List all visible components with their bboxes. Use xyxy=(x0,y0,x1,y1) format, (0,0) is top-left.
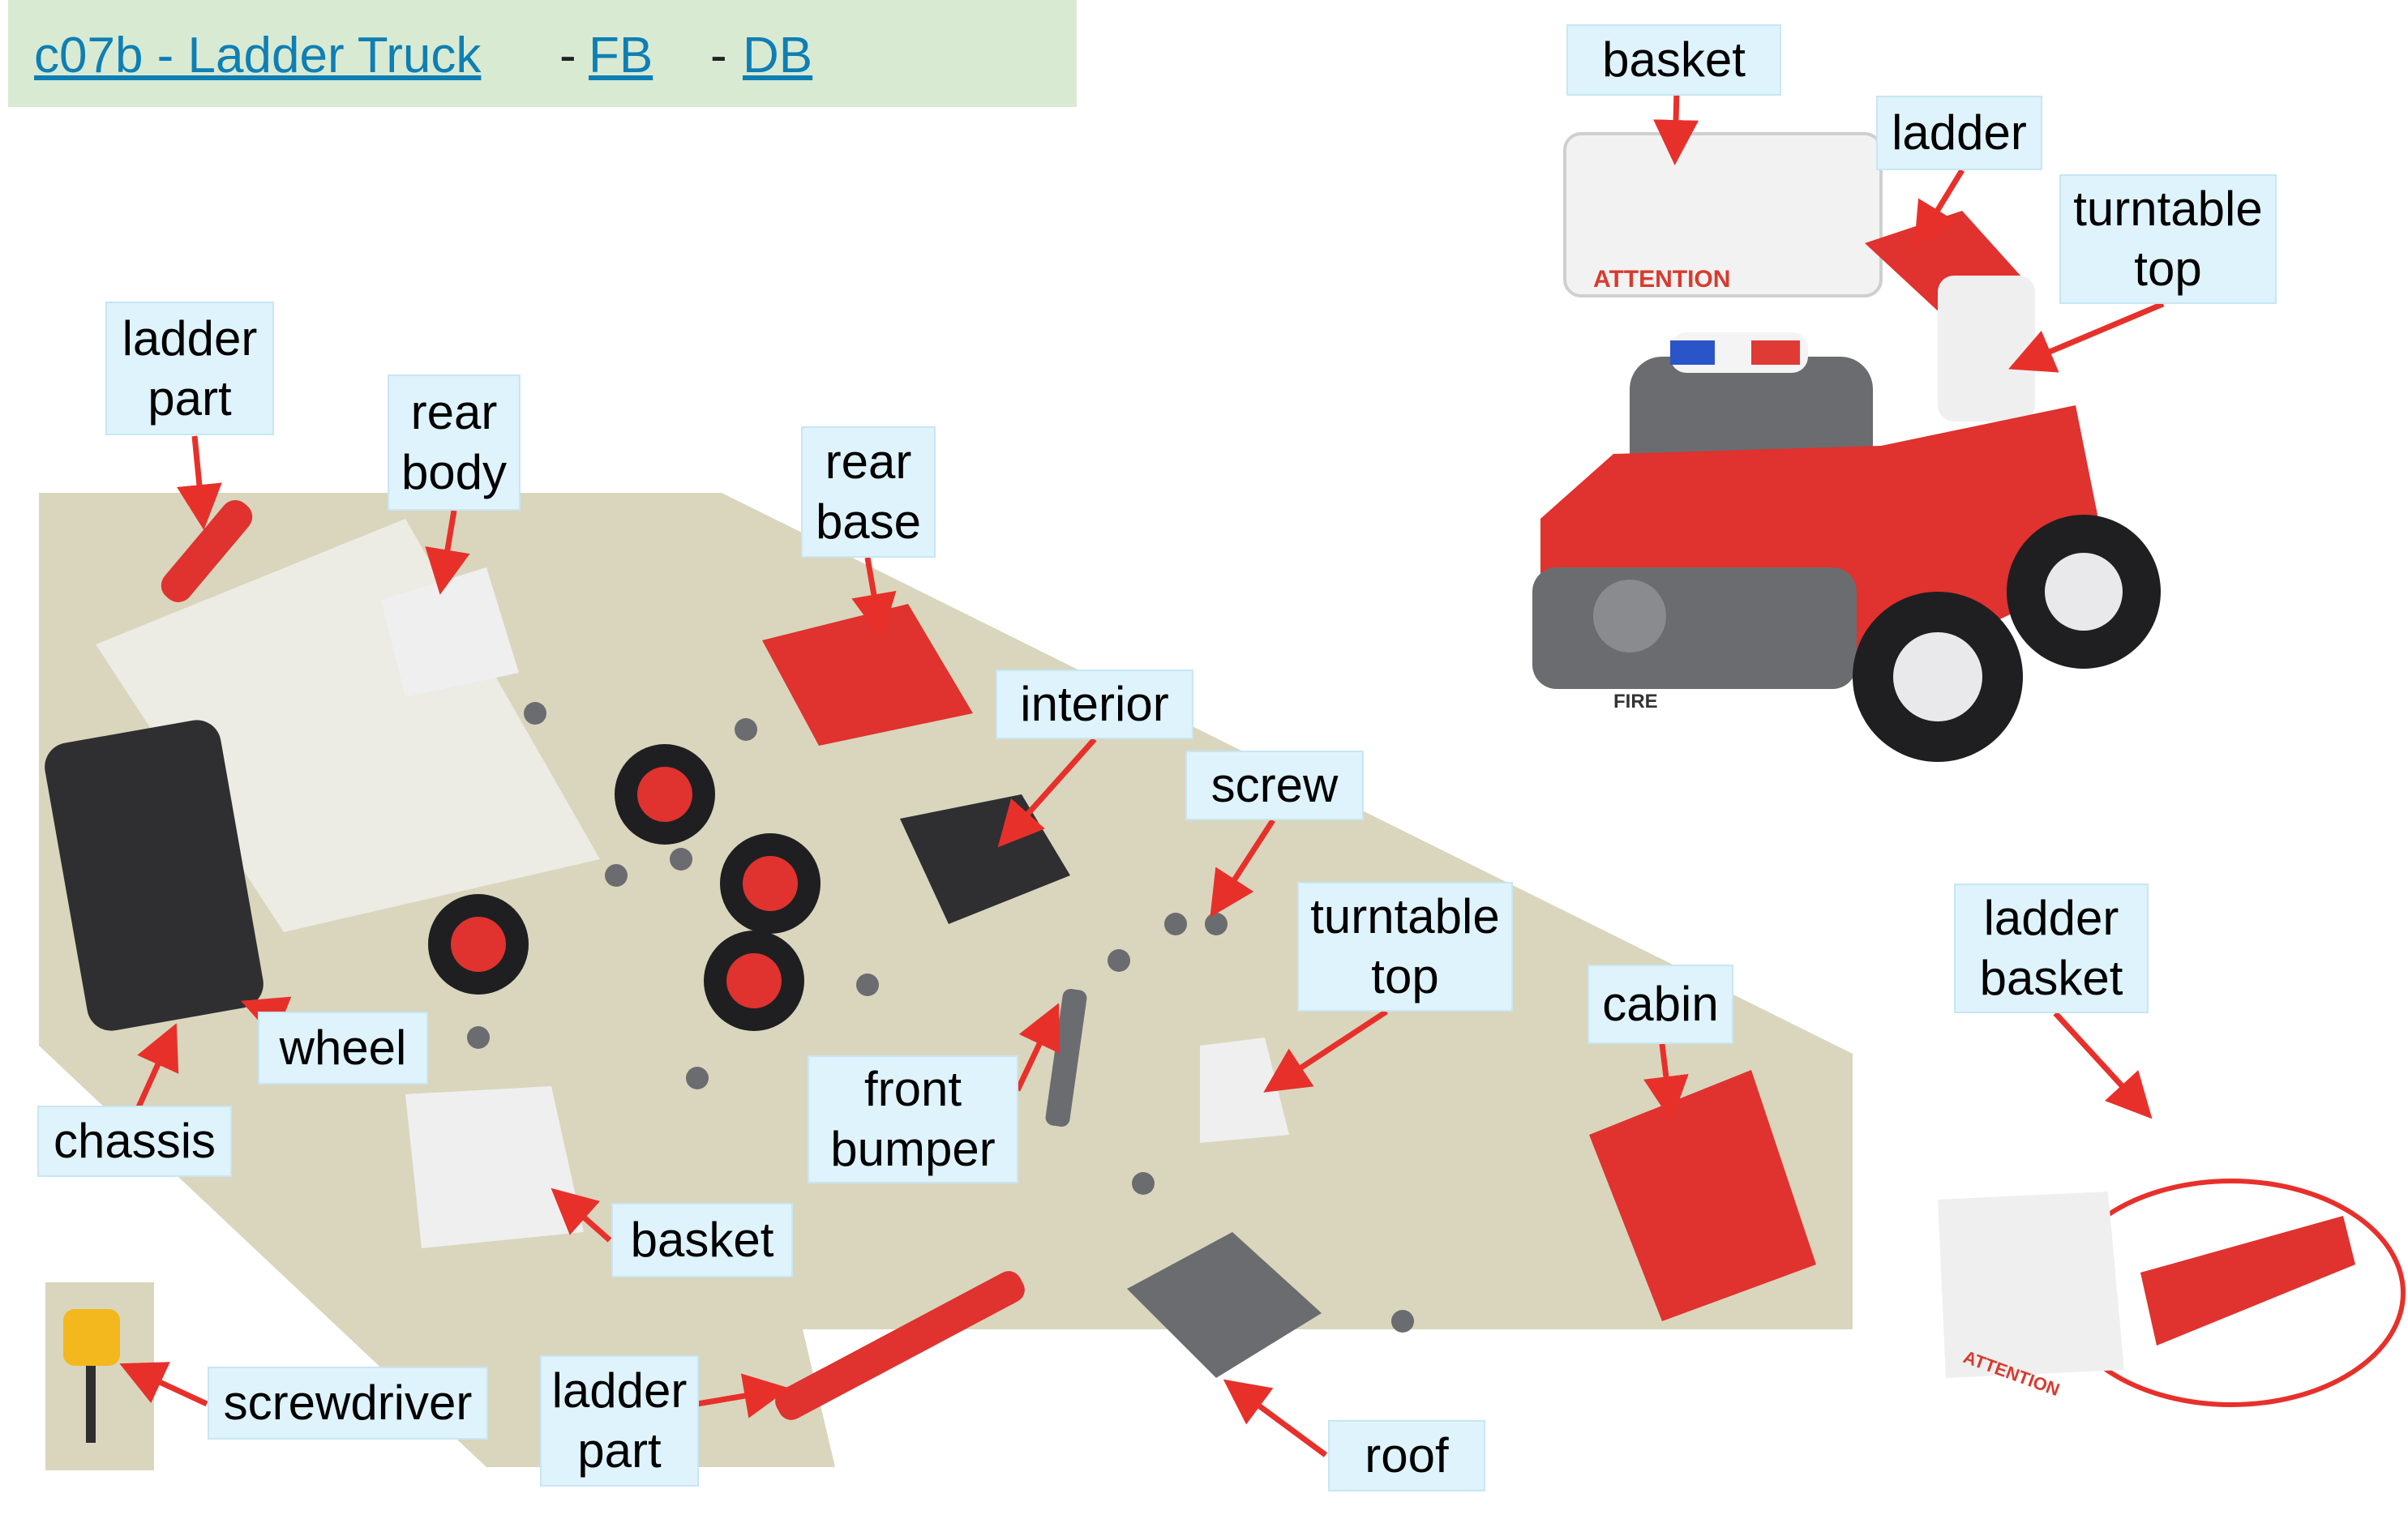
label-screwdriver: screwdriver xyxy=(208,1367,488,1440)
db-link[interactable]: DB xyxy=(743,28,813,83)
chassis-item xyxy=(45,720,264,1031)
ladder-part-left-item xyxy=(161,500,253,602)
label-turntable-top-mid: turntable top xyxy=(1297,882,1513,1012)
label-roof: roof xyxy=(1328,1420,1485,1491)
label-screw: screw xyxy=(1185,751,1364,820)
rear-body-item xyxy=(381,567,519,697)
label-rear-body: rear body xyxy=(388,374,521,511)
label-ladder-part-left: ladder part xyxy=(105,302,274,435)
label-chassis: chassis xyxy=(37,1106,232,1177)
label-basket-top: basket xyxy=(1566,24,1781,96)
label-cabin: cabin xyxy=(1587,965,1733,1044)
wheels-item xyxy=(428,744,821,1031)
rear-base-item xyxy=(762,604,973,746)
front-bumper-item xyxy=(1045,989,1087,1127)
basket-mid-item xyxy=(405,1086,584,1248)
label-front-bumper: front bumper xyxy=(808,1055,1018,1183)
label-turntable-top-top: turntable top xyxy=(2059,174,2277,304)
label-ladder-basket: ladder basket xyxy=(1954,884,2149,1013)
fire-text: FIRE xyxy=(1613,691,1658,712)
attention-text: ATTENTION xyxy=(1593,266,1730,293)
assembled-truck-image: ATTENTION FIRE xyxy=(1532,132,2161,762)
label-basket-mid: basket xyxy=(611,1203,793,1277)
separator: - xyxy=(559,28,576,83)
label-ladder-part-bottom: ladder part xyxy=(540,1355,699,1487)
ladder-part-bottom-item xyxy=(775,1271,1025,1420)
title-link[interactable]: c07b - Ladder Truck xyxy=(34,28,482,83)
header-bar: c07b - Ladder Truck - FB - DB xyxy=(8,0,1077,107)
callout-arrows xyxy=(119,90,2165,1457)
separator: - xyxy=(710,28,727,83)
fb-link[interactable]: FB xyxy=(589,28,653,83)
cabin-item xyxy=(1589,1070,1816,1321)
label-interior: interior xyxy=(996,670,1193,739)
label-ladder-top: ladder xyxy=(1876,96,2042,170)
roof-item xyxy=(1127,1232,1322,1378)
screws-item xyxy=(467,702,1414,1333)
label-rear-base: rear base xyxy=(801,426,936,558)
label-wheel: wheel xyxy=(258,1012,428,1085)
